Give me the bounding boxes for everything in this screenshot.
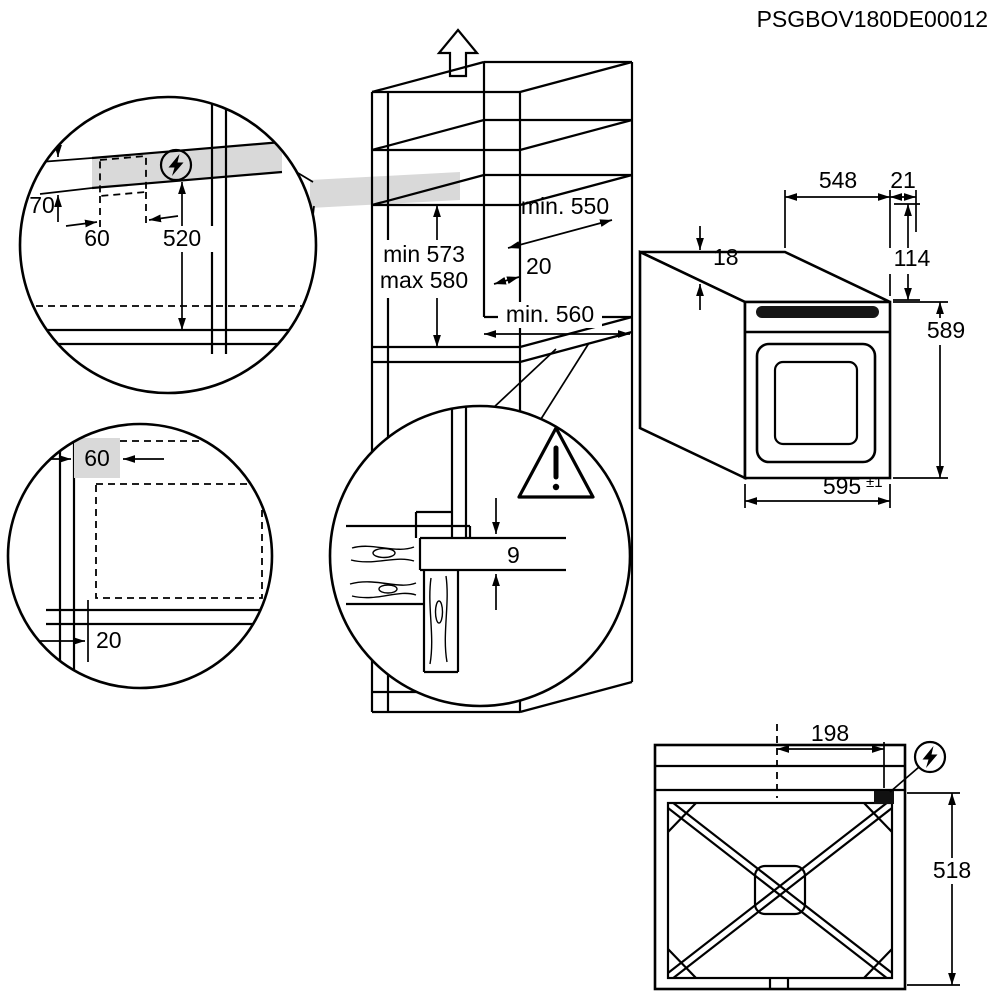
cutout-height-label: 70	[29, 192, 55, 218]
brace-cross	[668, 803, 892, 978]
control-panel-bar	[756, 306, 879, 318]
top-view-body	[666, 801, 894, 980]
rear-gap-label: 20	[526, 253, 552, 279]
detail-electrical-cutout: 70 60 520	[18, 95, 318, 395]
detail-electrical-content: 70 60 520	[29, 97, 308, 354]
oven-door	[755, 342, 877, 464]
detail-side-content: 60 20	[28, 428, 272, 686]
wood-grain	[349, 545, 448, 665]
front-gap-label: 20	[96, 627, 122, 653]
cutout-width-label: 60	[84, 225, 110, 251]
oven-width-label: 595	[823, 473, 861, 499]
oven-width-tolerance-label: ±1	[866, 474, 883, 491]
panel-height-label: 114	[894, 245, 931, 271]
oven-depth-label: 548	[819, 167, 857, 193]
electric-connection-icon	[159, 148, 193, 182]
electrical-zone-highlight	[310, 172, 460, 208]
niche-height-min-label: min 573	[383, 241, 465, 267]
connection-leader	[889, 766, 920, 793]
detail-worktop-gap: 9	[328, 404, 632, 708]
door-window	[773, 360, 859, 446]
main-niche-view: min. 550 min 573 max 580 20 min. 560	[292, 28, 634, 714]
niche-height-max-label: max 580	[380, 267, 468, 293]
oven-projection-outline	[95, 483, 263, 599]
detail-circle-outline	[18, 95, 318, 395]
rear-gap-arrow	[493, 276, 520, 285]
document-code: PSGBOV180DE00012	[757, 6, 988, 32]
niche-width-label: min. 560	[506, 301, 594, 327]
top-clearance-label: 60	[84, 445, 110, 471]
oven-top-view: 198 518	[653, 720, 976, 991]
oven-rear-projection-label: 21	[890, 167, 916, 193]
label-backing	[498, 302, 602, 328]
oven-height-label: 589	[927, 317, 965, 343]
label-backing	[378, 240, 470, 298]
warning-icon	[517, 426, 595, 499]
clearance-highlight	[74, 438, 120, 478]
center-plate	[753, 864, 807, 916]
niche-depth-arrow	[507, 219, 613, 249]
oven-outline	[638, 249, 892, 481]
connection-offset-label: 198	[811, 720, 849, 746]
electric-connection-icon	[913, 740, 947, 774]
detail-circle-outline	[328, 404, 632, 708]
detail-worktop-content: 9	[346, 406, 595, 674]
top-view-outline	[653, 743, 907, 991]
niche-depth-label: min. 550	[521, 193, 609, 219]
detail-circle-fill	[8, 424, 272, 688]
body-depth-label: 518	[933, 857, 971, 883]
corner-braces	[667, 802, 893, 989]
oven-dimensions-view: 548 21 114 18 589 595 ±1	[638, 167, 972, 508]
up-arrow-icon	[436, 28, 480, 78]
oven-top-gap-label: 18	[713, 244, 739, 270]
detail-side-clearance: 60 20	[6, 422, 274, 690]
detail-circle-outline	[6, 422, 274, 690]
worktop-gap-label: 9	[507, 542, 520, 568]
connection-box	[874, 791, 894, 804]
cabinet-wireframe	[370, 60, 634, 714]
distance-below-top-label: 520	[163, 225, 201, 251]
